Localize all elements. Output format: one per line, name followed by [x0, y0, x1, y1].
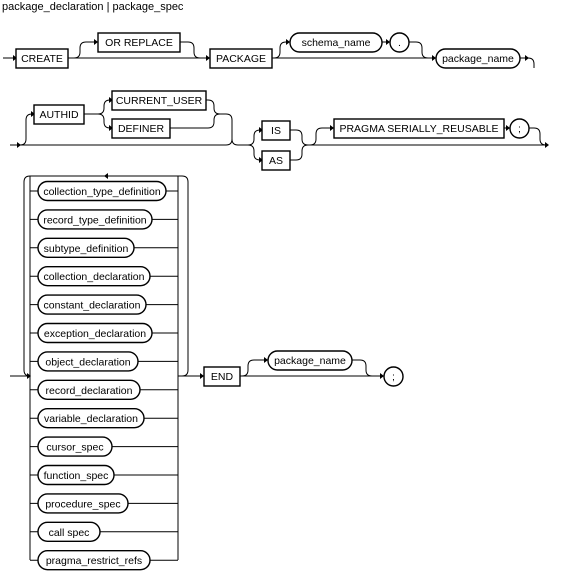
authid-keyword [33, 104, 85, 125]
package-name-nonterminal-row3 [267, 350, 353, 371]
create-label: CREATE [21, 53, 63, 65]
current-user-label: CURRENT_USER [116, 95, 203, 107]
choice-label: function_spec [44, 470, 109, 482]
choice-nonterminal-constant-declaration [37, 294, 147, 315]
row1: CREATE OR REPLACE PACKAGE schema_name . … [3, 32, 535, 69]
choice-nonterminal-record-type-definition [37, 209, 153, 230]
schema-name-label: schema_name [302, 37, 371, 49]
schema-name-nonterminal [289, 32, 383, 53]
semicolon-terminal-row2 [509, 118, 530, 139]
choice-label: object_declaration [45, 356, 130, 368]
package-keyword [209, 48, 273, 69]
is-keyword [261, 120, 291, 141]
choice-nonterminal-procedure-spec [37, 493, 129, 514]
choice-label: collection_declaration [44, 271, 145, 283]
choice-nonterminal-record-declaration [37, 379, 141, 400]
semicolon-label-row3: ; [392, 371, 395, 383]
choice-nonterminal-variable-declaration [37, 408, 145, 429]
choice-label: call spec [49, 527, 90, 539]
declaration-choice-list: collection_type_definition record_type_de… [30, 180, 178, 571]
choice-nonterminal-subtype-definition [37, 237, 135, 259]
as-keyword [261, 150, 291, 171]
choice-label: cursor_spec [46, 442, 103, 454]
pragma-serially-reusable-label: PRAGMA SERIALLY_REUSABLE [339, 123, 498, 135]
choice-nonterminal-collection-declaration [37, 266, 151, 287]
end-keyword [203, 366, 241, 387]
choice-label: pragma_restrict_refs [46, 555, 142, 567]
choice-label: subtype_definition [44, 243, 129, 255]
current-user-keyword [111, 90, 207, 111]
is-label: IS [271, 125, 281, 137]
choice-nonterminal-exception-declaration [37, 322, 153, 344]
as-label: AS [269, 155, 283, 167]
choice-label: exception_declaration [44, 328, 146, 340]
or-replace-keyword [97, 32, 181, 53]
definer-keyword [111, 118, 171, 139]
dot-terminal [389, 32, 410, 53]
dot-label: . [398, 37, 401, 49]
choice-nonterminal-function-spec [37, 464, 115, 486]
choice-label: procedure_spec [45, 498, 120, 510]
create-keyword [15, 48, 69, 69]
end-label: END [211, 371, 234, 383]
or-replace-label: OR REPLACE [105, 37, 173, 49]
choice-nonterminal-object-declaration [37, 351, 139, 372]
diagram-title: package_declaration | package_spec [2, 1, 184, 13]
package-name-label: package_name [442, 53, 514, 65]
choice-label: record_type_definition [43, 214, 146, 226]
choice-label: record_declaration [46, 385, 133, 397]
package-name-label-row3: package_name [274, 355, 346, 367]
row3: collection_type_definition record_type_de… [10, 173, 404, 571]
choice-label: collection_type_definition [43, 186, 160, 198]
choice-nonterminal-cursor-spec [37, 436, 113, 457]
package-name-nonterminal [435, 48, 521, 69]
row2: AUTHID CURRENT_USER DEFINER IS AS PRAGMA… [10, 90, 549, 171]
choice-nonterminal-call-spec [37, 521, 101, 542]
choice-label: constant_declaration [44, 300, 141, 312]
semicolon-label-row2: ; [518, 123, 521, 135]
pragma-serially-reusable-keyword [333, 118, 505, 139]
semicolon-terminal-row3 [383, 366, 404, 387]
choice-nonterminal-pragma-restrict-refs [37, 550, 151, 571]
choice-nonterminal-collection-type-definition [37, 180, 167, 202]
package-label: PACKAGE [216, 53, 266, 65]
definer-label: DEFINER [118, 123, 165, 135]
choice-label: variable_declaration [44, 413, 138, 425]
authid-label: AUTHID [39, 109, 79, 121]
